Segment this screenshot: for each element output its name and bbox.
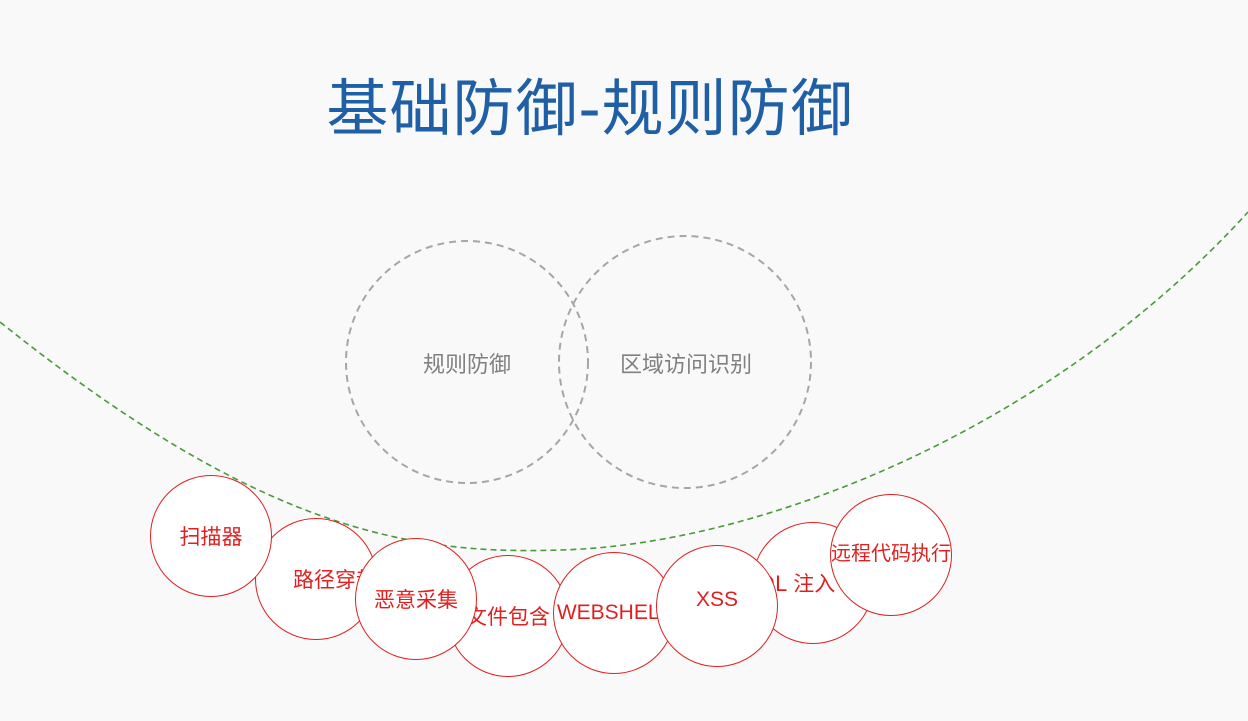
region-access-label: 区域访问识别 bbox=[619, 353, 753, 378]
attack-label: 恶意采集 bbox=[374, 588, 458, 612]
attack-node-path-traversal: 路径穿越 bbox=[255, 518, 377, 640]
attack-node-malicious-crawl: 恶意采集 bbox=[355, 538, 477, 660]
attack-label: 远程代码执行 bbox=[831, 540, 951, 565]
attack-label: WEBSHELL bbox=[556, 601, 672, 624]
rule-defense-label: 规则防御 bbox=[422, 353, 512, 378]
page-title: 基础防御-规则防御 bbox=[326, 72, 854, 145]
attack-node-rce: 远程代码执行 bbox=[830, 494, 952, 616]
attack-node-xss: XSS bbox=[656, 545, 778, 667]
orbit-arc bbox=[0, 211, 1248, 552]
rule-defense-circle bbox=[345, 240, 589, 484]
attack-label: 扫描器 bbox=[179, 525, 243, 549]
attack-node-webshell: WEBSHELL bbox=[553, 552, 675, 674]
attack-node-scanner: 扫描器 bbox=[150, 475, 272, 597]
attack-label: 文件包含 bbox=[466, 605, 550, 629]
region-access-circle bbox=[558, 235, 812, 489]
attack-label: XSS bbox=[695, 588, 739, 611]
